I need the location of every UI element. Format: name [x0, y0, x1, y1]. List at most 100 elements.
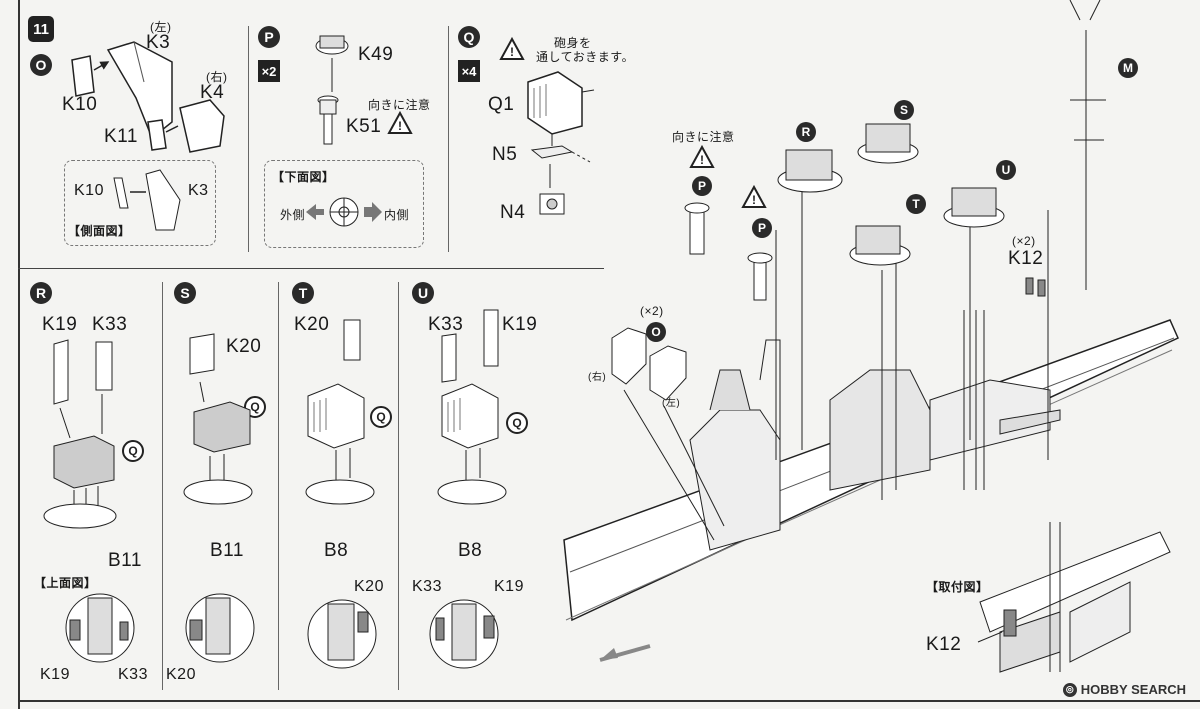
ship-marker-p: P	[752, 218, 772, 238]
label-k33: K33	[428, 314, 464, 335]
ship-assembly-drawing	[563, 0, 1179, 662]
view-k33: K33	[118, 666, 148, 683]
label-k3: K3	[146, 32, 171, 53]
page-frame	[18, 0, 1200, 709]
label-b8: B8	[458, 540, 483, 561]
label-q1: Q1	[488, 94, 515, 115]
view-k19: K19	[494, 578, 524, 595]
label-k20: K20	[226, 336, 262, 357]
ship-marker-s: S	[894, 100, 914, 120]
section-divider	[448, 26, 449, 252]
view-k33: K33	[412, 578, 442, 595]
o-count: (×2)	[640, 304, 664, 318]
side-view-k10: K10	[74, 182, 104, 199]
marker-r: R	[30, 282, 52, 304]
label-k12: K12	[1008, 248, 1044, 269]
section-divider	[278, 282, 279, 690]
section-divider	[398, 282, 399, 690]
attach-k12: K12	[926, 634, 962, 655]
svg-text:!: !	[398, 119, 402, 133]
side-view-title: 【側面図】	[68, 224, 131, 238]
o-right: (右)	[588, 372, 607, 383]
ship-caution: 向きに注意	[672, 130, 735, 144]
marker-q-ref: Q	[506, 412, 528, 434]
warning-icon: !	[499, 36, 525, 60]
top-view-t	[307, 599, 377, 669]
label-k10: K10	[62, 94, 98, 115]
label-k49: K49	[358, 44, 394, 65]
watermark: ◎ HOBBY SEARCH	[1062, 682, 1186, 697]
ship-marker-u: U	[996, 160, 1016, 180]
watermark-logo-icon: ◎	[1062, 682, 1077, 697]
svg-text:!: !	[752, 193, 756, 207]
o-left: (左)	[662, 398, 681, 409]
marker-q-ref: Q	[370, 406, 392, 428]
ship-marker-p: P	[692, 176, 712, 196]
top-view-title: 【上面図】	[34, 576, 97, 590]
section-divider-horizontal	[18, 268, 604, 269]
ship-marker-o: O	[646, 322, 666, 342]
label-k33: K33	[92, 314, 128, 335]
label-n5: N5	[492, 144, 518, 165]
view-k20: K20	[166, 666, 196, 683]
k3-note: (左)	[150, 20, 172, 34]
q-note-line2: 通しておきます。	[536, 50, 635, 64]
bottom-view-box	[264, 160, 424, 248]
attach-view-title: 【取付図】	[926, 580, 989, 594]
part-o-drawing	[71, 41, 225, 153]
inner-label: 内側	[384, 208, 410, 222]
view-k20: K20	[354, 578, 384, 595]
count-q: ×4	[458, 60, 480, 82]
label-k11: K11	[104, 126, 138, 147]
caution-p: 向きに注意	[368, 98, 431, 112]
marker-u: U	[412, 282, 434, 304]
side-view-box	[64, 160, 216, 246]
section-divider	[162, 282, 163, 690]
label-k51: K51	[346, 116, 382, 137]
bottom-view-drawing	[306, 197, 382, 227]
side-view-k3: K3	[188, 182, 209, 199]
label-n4: N4	[500, 202, 526, 223]
outer-label: 外側	[280, 208, 306, 222]
bottom-rule	[18, 700, 1200, 702]
svg-text:!: !	[700, 153, 704, 167]
marker-p: P	[258, 26, 280, 48]
warning-icon: !	[741, 184, 767, 208]
part-q-drawing	[527, 71, 595, 215]
label-k4: K4	[200, 82, 225, 103]
k12-count: (×2)	[1012, 234, 1036, 248]
side-view-drawing	[113, 169, 181, 231]
label-b11: B11	[210, 540, 244, 561]
label-k19: K19	[42, 314, 78, 335]
svg-text:!: !	[510, 45, 514, 59]
top-view-u	[429, 599, 499, 669]
top-view-s	[185, 593, 255, 663]
ship-marker-t: T	[906, 194, 926, 214]
part-s-drawing	[183, 333, 253, 505]
ship-marker-r: R	[796, 122, 816, 142]
k4-note: (右)	[206, 70, 228, 84]
view-k19: K19	[40, 666, 70, 683]
part-u-drawing	[437, 309, 507, 505]
ship-marker-m: M	[1118, 58, 1138, 78]
top-view-r	[65, 593, 135, 663]
part-r-drawing	[43, 339, 117, 529]
bottom-view-title: 【下面図】	[272, 170, 335, 184]
label-b8: B8	[324, 540, 349, 561]
part-t-drawing	[305, 319, 375, 505]
q-note-line1: 砲身を	[554, 36, 592, 50]
part-p-drawing	[315, 35, 349, 145]
marker-q-ref: Q	[122, 440, 144, 462]
warning-icon: !	[387, 110, 413, 134]
attach-view-drawing	[977, 522, 1171, 673]
watermark-text: HOBBY SEARCH	[1080, 682, 1186, 697]
marker-t: T	[292, 282, 314, 304]
marker-o: O	[30, 54, 52, 76]
marker-q: Q	[458, 26, 480, 48]
label-b11: B11	[108, 550, 142, 571]
step-number: 11	[28, 16, 54, 42]
warning-icon: !	[689, 144, 715, 168]
marker-s: S	[174, 282, 196, 304]
count-p: ×2	[258, 60, 280, 82]
label-k19: K19	[502, 314, 538, 335]
